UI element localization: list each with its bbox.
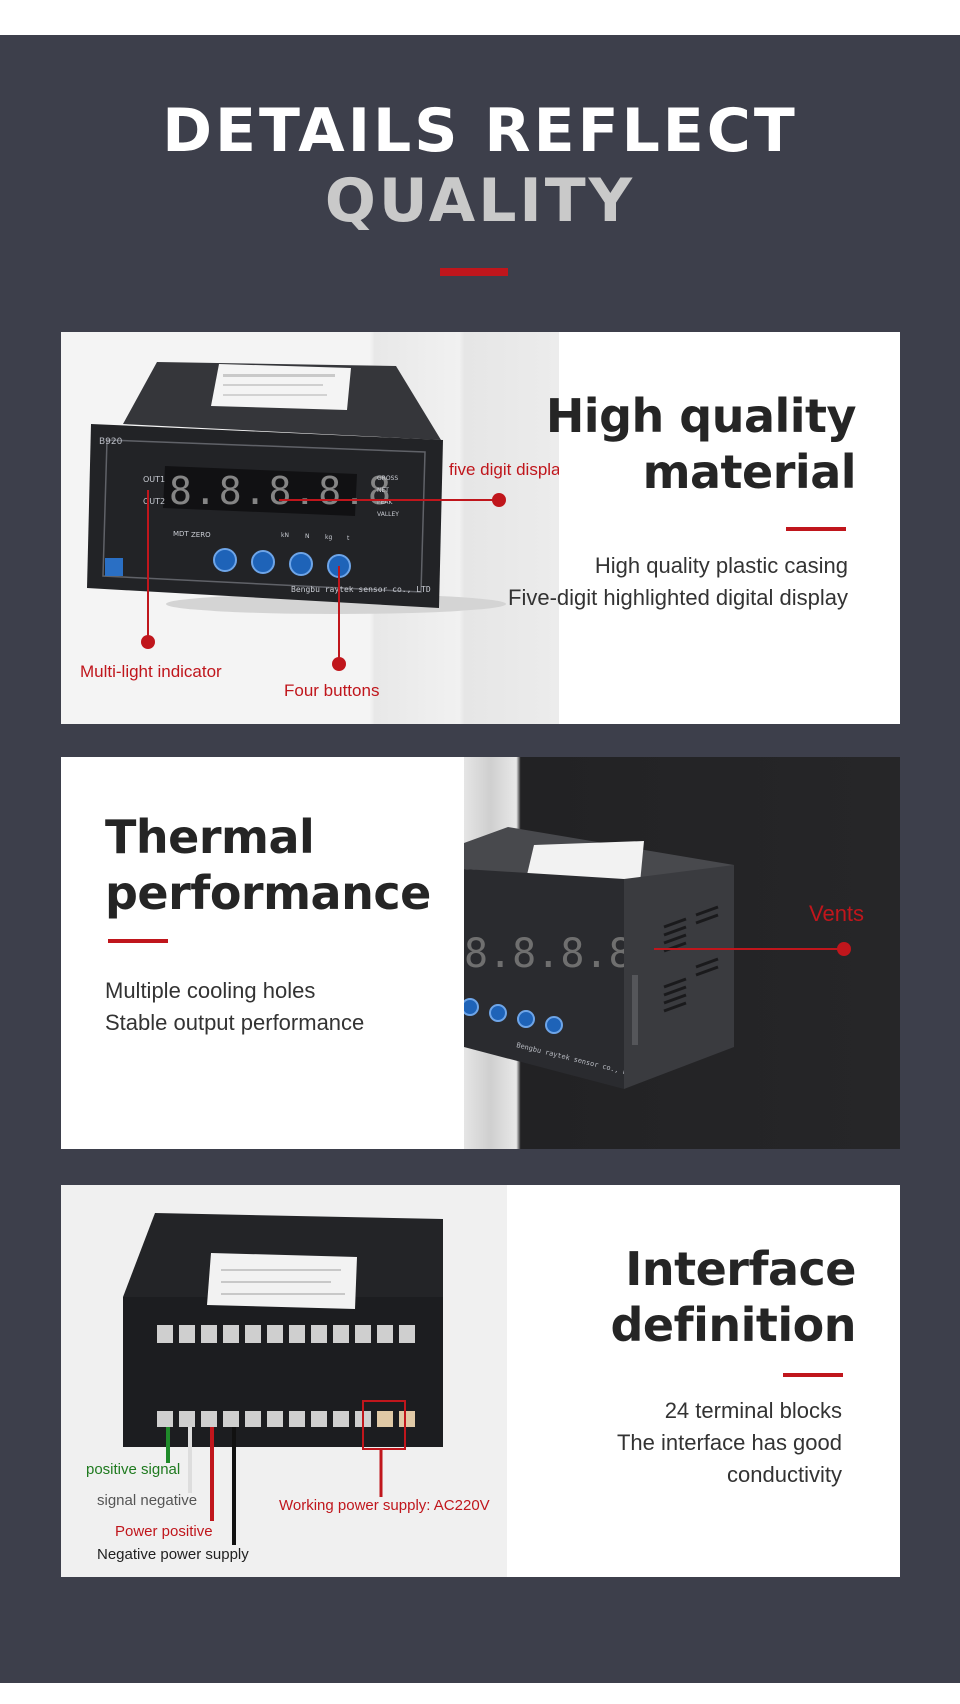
feature-card-interface: positive signal signal negative Power po… — [61, 1185, 900, 1577]
unit-t: t — [347, 535, 350, 542]
brand-logo-icon — [105, 558, 123, 576]
description-line: conductivity — [727, 1462, 842, 1487]
section-title-line: definition — [610, 1298, 856, 1352]
front-button — [545, 1016, 563, 1034]
multi-light-indicator-label: Multi-light indicator — [80, 662, 222, 681]
section-title-line: High quality — [545, 389, 857, 443]
description-line: Multiple cooling holes — [105, 978, 316, 1003]
zero-text: ZERO — [191, 531, 211, 539]
device-label-sticker — [211, 364, 351, 410]
terminal-row-bottom — [157, 1411, 415, 1427]
description-line: The interface has good — [616, 1430, 842, 1455]
five-digit-display-label: five digit display — [449, 460, 559, 479]
section-description: 24 terminal blocks The interface has goo… — [617, 1395, 842, 1491]
hero-subtitle: QUALITY — [324, 166, 636, 236]
out2-text: OUT2 — [143, 497, 165, 506]
label-line — [221, 1293, 345, 1295]
negative-power-supply-label: Negative power supply — [97, 1546, 249, 1563]
front-button — [517, 1010, 535, 1028]
description-line: Five-digit highlighted digital display — [508, 585, 848, 610]
out1-text: OUT1 — [143, 475, 165, 484]
accent-bar — [783, 1373, 843, 1377]
status-peak: PEAK — [377, 499, 394, 506]
vents-label: Vents — [809, 901, 865, 926]
unit-kg: kg — [325, 534, 332, 541]
description-line: High quality plastic casing — [594, 553, 848, 578]
signal-negative-label: signal negative — [97, 1492, 198, 1509]
device-panel-border — [102, 439, 426, 593]
section-title: High quality material — [545, 388, 857, 500]
front-button — [213, 548, 237, 572]
terminal-row-top — [157, 1325, 415, 1343]
label-line — [223, 384, 323, 386]
front-button — [289, 552, 313, 576]
section-title-line: Thermal — [105, 810, 315, 864]
section-title-line: performance — [105, 866, 431, 920]
device-side — [624, 865, 734, 1089]
side-vents-photo: 8.8.8.8 Bengbu raytek sensor co., LTD Ve… — [464, 757, 900, 1149]
brand-text: Bengbu raytek sensor co., LTD — [291, 585, 431, 594]
front-button — [489, 1004, 507, 1022]
front-button — [251, 550, 275, 574]
callout-dot — [492, 493, 506, 507]
status-net: NET — [377, 487, 389, 494]
feature-card-thermal: Thermal performance Multiple cooling hol… — [61, 757, 900, 1149]
power-positive-label: Power positive — [115, 1523, 213, 1540]
device-front — [464, 869, 624, 1089]
model-text: B920 — [99, 437, 123, 447]
section-title-line: Interface — [625, 1242, 856, 1296]
device-label-sticker — [526, 841, 644, 883]
digit-display: 8.8.8.8 — [464, 931, 633, 977]
ac-terminal-highlight — [362, 1400, 406, 1450]
front-panel-photo: B920 8.8.8.8.8 OUT1 OUT2 MDT ZERO GROSS … — [61, 332, 559, 724]
callout-dot — [837, 942, 851, 956]
rear-terminals-photo: positive signal signal negative Power po… — [61, 1185, 507, 1577]
description-line: 24 terminal blocks — [664, 1398, 842, 1423]
section-description: Multiple cooling holes Stable output per… — [105, 975, 364, 1039]
digit-display: 8.8.8.8.8 — [169, 469, 393, 513]
status-gross: GROSS — [377, 475, 398, 482]
mdt-text: MDT — [173, 530, 189, 538]
accent-bar — [786, 527, 846, 531]
status-valley: VALLEY — [377, 511, 399, 518]
section-description: High quality plastic casing Five-digit h… — [508, 550, 848, 614]
ac-power-label: Working power supply: AC220V — [279, 1497, 490, 1514]
description-line: Stable output performance — [105, 1010, 365, 1035]
four-buttons-label: Four buttons — [284, 681, 380, 700]
section-title-line: material — [642, 445, 857, 499]
vent-slots — [663, 905, 719, 1013]
label-line — [221, 1281, 331, 1283]
callout-dot — [141, 635, 155, 649]
digit-window — [163, 466, 357, 516]
front-button — [464, 998, 479, 1016]
unit-n: N — [305, 533, 310, 540]
feature-card-material: B920 8.8.8.8.8 OUT1 OUT2 MDT ZERO GROSS … — [61, 332, 900, 724]
hero-title: DETAILS REFLECT — [162, 96, 798, 166]
hero-accent-bar — [440, 268, 508, 276]
section-title: Interface definition — [610, 1241, 856, 1353]
label-line — [221, 1269, 341, 1271]
mounting-clip — [632, 975, 638, 1045]
accent-bar — [108, 939, 168, 943]
label-line — [223, 374, 335, 377]
callout-dot — [332, 657, 346, 671]
positive-signal-label: positive signal — [86, 1461, 181, 1478]
label-line — [223, 394, 327, 396]
unit-kn: kN — [281, 532, 289, 539]
section-title: Thermal performance — [105, 809, 431, 921]
